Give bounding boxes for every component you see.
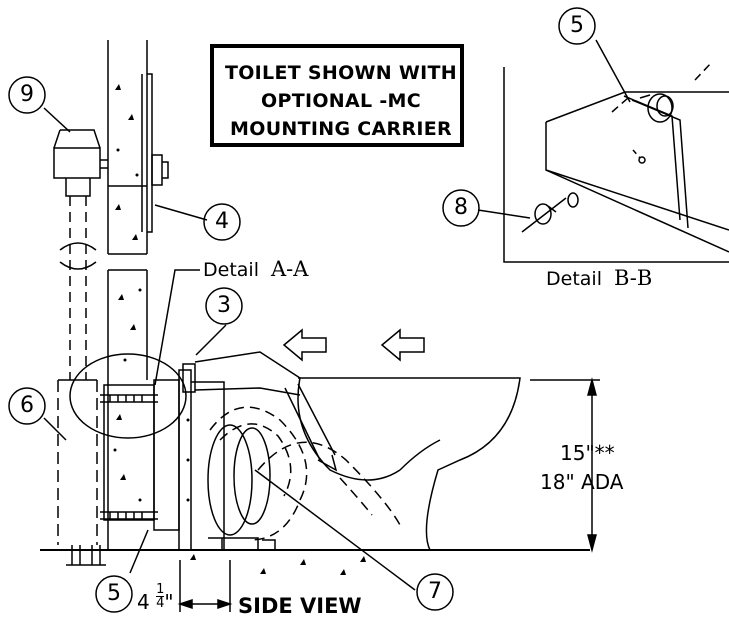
note-line-3: MOUNTING CARRIER [230,118,452,140]
height-ada: 18" ADA [540,470,624,494]
offset-denominator: 4 [156,596,165,611]
dimension-lines [177,377,600,612]
detail-bb-label: Detail B-B [546,268,652,289]
callout-7: 7 [428,579,442,604]
detail-bb-letters: B-B [613,266,653,290]
callout-3: 3 [217,293,231,318]
flow-arrows [282,328,425,362]
callout-8: 8 [454,195,468,220]
note-line-2: OPTIONAL -MC [261,90,421,112]
toilet-body [178,351,521,551]
note-line-1: TOILET SHOWN WITH [224,62,458,84]
height-standard: 15"** [560,441,615,465]
wall-and-supply [53,40,187,566]
offset-numerator: 1 [156,582,165,597]
callout-5-detail: 5 [570,13,584,38]
detail-bb-view [503,61,729,263]
offset-unit: " [164,590,174,614]
callout-5-bottom: 5 [107,581,121,606]
callout-6: 6 [20,393,34,418]
detail-bb-word: Detail [546,268,602,290]
callout-9: 9 [20,82,34,107]
side-view-label: SIDE VIEW [238,594,362,618]
detail-aa-letters: A-A [270,257,309,281]
note-box: TOILET SHOWN WITH OPTIONAL -MC MOUNTING … [210,44,464,147]
callout-4: 4 [215,209,229,234]
offset-dimension: 4 1 4 " [137,583,174,614]
offset-fraction: 1 4 [156,582,165,611]
concrete-hatching [113,84,366,575]
detail-aa-word: Detail [203,259,259,281]
detail-aa-label: Detail A-A [203,259,308,280]
callout-circles [8,7,596,613]
leader-lines [43,39,631,591]
offset-whole: 4 [137,590,150,614]
